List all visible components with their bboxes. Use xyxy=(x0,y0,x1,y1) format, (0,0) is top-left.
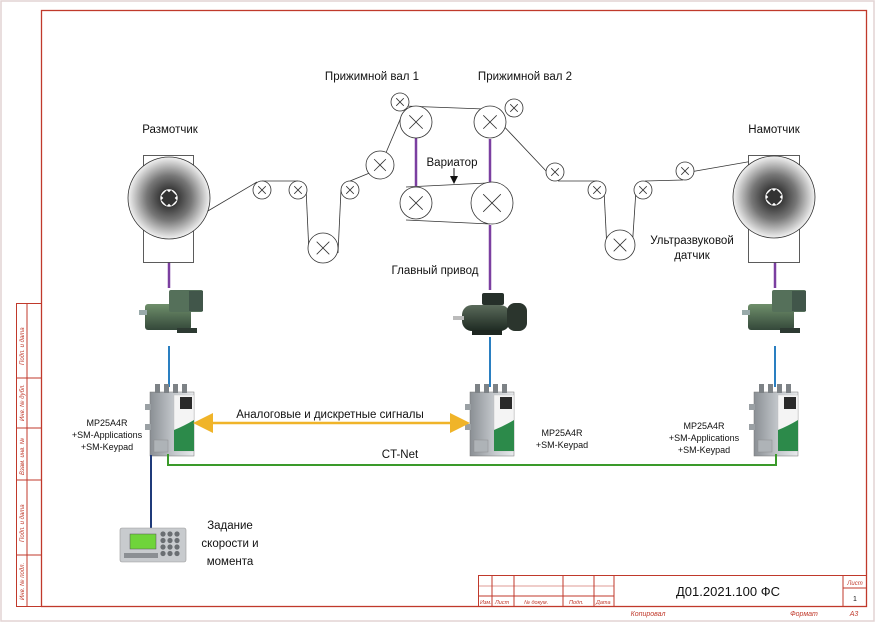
roll xyxy=(288,180,308,200)
keypad-key xyxy=(174,544,180,550)
winder-label: Намотчик xyxy=(748,124,800,136)
copied-label: Копировал xyxy=(631,611,666,618)
keypad-key xyxy=(167,544,173,550)
ultrasonic-sensor-label-2: датчик xyxy=(674,250,711,262)
main-drive-motor xyxy=(453,293,527,335)
keypad-key xyxy=(160,531,166,537)
keypad-key xyxy=(160,537,166,544)
mechanical-links xyxy=(167,138,777,290)
roll xyxy=(252,180,272,200)
format-value: А3 xyxy=(849,611,859,618)
roll xyxy=(470,181,514,225)
keypad-key xyxy=(160,544,166,550)
title-block xyxy=(478,575,867,607)
drive-2-model: MP25A4R xyxy=(541,428,583,438)
setpoint-label-2: скорости и xyxy=(201,538,258,550)
sheet-number: 1 xyxy=(853,596,857,603)
keypad-key xyxy=(167,550,173,557)
operator-keypad xyxy=(119,527,187,563)
title-col-sign: Подп. xyxy=(569,600,584,606)
roll xyxy=(633,180,653,200)
roll xyxy=(390,92,410,112)
ct-net-bus xyxy=(167,454,777,466)
pinch-roll-1-label: Прижимной вал 1 xyxy=(325,71,419,83)
roll xyxy=(545,162,565,182)
roll xyxy=(365,150,395,180)
drive-3-model: MP25A4R xyxy=(683,421,725,431)
ultrasonic-sensor-label: Ультразвуковой xyxy=(650,235,734,247)
document-designation: Д01.2021.100 ФС xyxy=(676,584,780,599)
roll xyxy=(307,232,339,264)
winder-motor xyxy=(742,290,806,333)
side-stamp-cell: Подп. и дата xyxy=(20,504,26,542)
keypad-key xyxy=(167,537,173,544)
side-stamp-cell: Инв. № подл. xyxy=(19,563,26,600)
roll xyxy=(399,105,433,139)
keypad-key xyxy=(167,531,173,537)
side-stamp xyxy=(16,303,42,607)
sheet-label: Лист xyxy=(846,581,862,587)
drive-unit-3 xyxy=(749,384,799,457)
side-stamp-cell: Инв. № дубл. xyxy=(19,384,26,421)
drive-1-model: MP25A4R xyxy=(86,418,128,428)
format-label: Формат xyxy=(790,611,818,618)
keypad-key xyxy=(174,531,180,537)
winder-reel xyxy=(732,155,816,263)
unwinder-label: Размотчик xyxy=(142,124,199,136)
unwinder-motor xyxy=(139,290,203,333)
setpoint-label-3: момента xyxy=(207,556,254,568)
roll xyxy=(675,161,695,181)
drive-unit-2 xyxy=(465,384,515,457)
analog-signals-label: Аналоговые и дискретные сигналы xyxy=(236,409,423,421)
drive-2-option: +SM-Keypad xyxy=(536,440,588,450)
drive-1-option: +SM-Keypad xyxy=(81,442,133,452)
roll xyxy=(399,186,433,220)
roll xyxy=(504,98,524,118)
keypad-key xyxy=(160,550,166,557)
side-stamp-cell: Взам. инв. № xyxy=(19,437,26,475)
keypad-key xyxy=(174,537,180,544)
motor-drive-links xyxy=(168,337,776,387)
title-col-date: Дата xyxy=(595,600,611,606)
title-col-izm: Изм. xyxy=(480,600,492,606)
web-path xyxy=(195,105,771,254)
roll xyxy=(587,180,607,200)
pinch-roll-2-label: Прижимной вал 2 xyxy=(478,71,572,83)
ct-net-label: CT-Net xyxy=(382,449,419,461)
keypad-key xyxy=(174,550,180,557)
drive-3-option: +SM-Applications xyxy=(669,433,740,443)
guide-rolls xyxy=(252,92,695,264)
drive-3-option: +SM-Keypad xyxy=(678,445,730,455)
main-drive-label: Главный привод xyxy=(392,265,479,277)
roll xyxy=(340,180,360,200)
drive-unit-1 xyxy=(145,384,195,457)
side-stamp-cell: Подп. и дата xyxy=(20,327,26,365)
drive-1-option: +SM-Applications xyxy=(72,430,143,440)
title-col-list: Лист xyxy=(494,600,510,606)
setpoint-label: Задание xyxy=(207,520,253,532)
roll xyxy=(604,229,636,261)
roll xyxy=(473,105,507,139)
unwinder-reel xyxy=(127,155,211,263)
variator-arrow-icon xyxy=(450,168,458,184)
variator-label: Вариатор xyxy=(427,157,478,169)
title-col-doc: № докум. xyxy=(524,600,548,606)
